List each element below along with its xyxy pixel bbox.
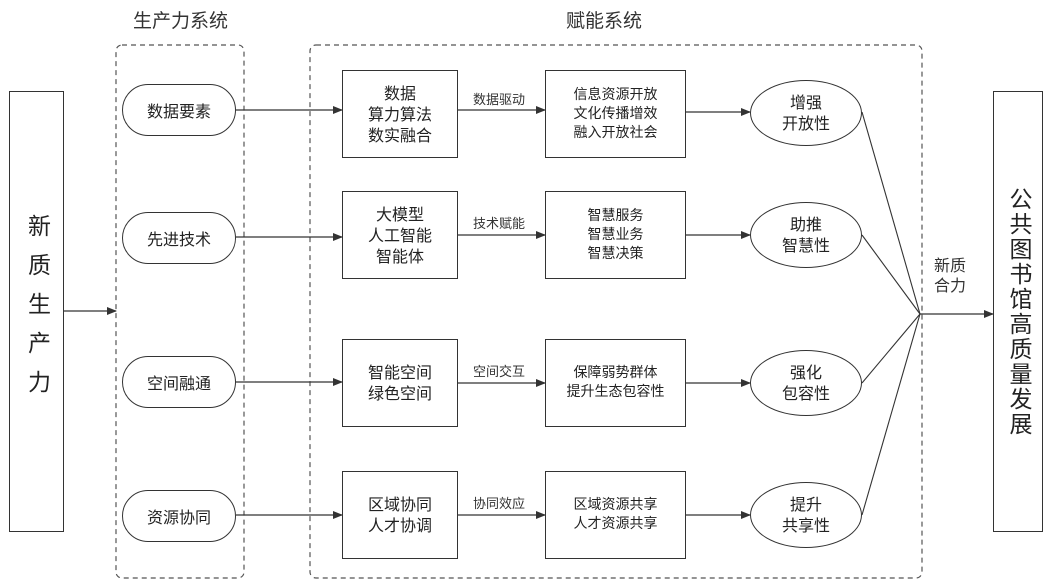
library-development-box: 公共图书馆高质量发展 (993, 91, 1043, 532)
tech-box-2: 大模型 人工智能 智能体 (342, 191, 458, 279)
merge-line-2 (861, 234, 921, 315)
tech-box-1: 数据 算力算法 数实融合 (342, 70, 458, 158)
edge-label-1: 数据驱动 (473, 93, 526, 108)
outcome-oval-3: 强化 包容性 (750, 350, 862, 416)
outcome-oval-2: 助推 智慧性 (750, 202, 862, 268)
enabling-system-title: 赋能系统 (566, 10, 643, 32)
new-productivity-label: 新质生产力 (23, 214, 50, 409)
outcome-oval-1: 增强 开放性 (750, 80, 862, 146)
tech-box-4: 区域协同 人才协调 (342, 471, 458, 559)
edge-label-3: 空间交互 (473, 365, 526, 380)
factor-box-1: 数据要素 (122, 84, 236, 136)
effect-box-1: 信息资源开放 文化传播增效 融入开放社会 (545, 70, 686, 158)
tech-box-3: 智能空间 绿色空间 (342, 339, 458, 427)
merge-line-3 (861, 313, 921, 384)
effect-box-4: 区域资源共享 人才资源共享 (545, 471, 686, 559)
outcome-oval-4: 提升 共享性 (750, 482, 862, 548)
production-system-title: 生产力系统 (133, 10, 229, 32)
enabling-system-frame (309, 44, 923, 579)
effect-box-3: 保障弱势群体 提升生态包容性 (545, 339, 686, 427)
factor-box-3: 空间融通 (122, 356, 236, 408)
merge-line-4 (861, 313, 921, 516)
effect-box-2: 智慧服务 智慧业务 智慧决策 (545, 191, 686, 279)
merge-label: 新质 合力 (934, 256, 967, 295)
new-productivity-box: 新质生产力 (9, 91, 64, 532)
factor-box-4: 资源协同 (122, 490, 236, 542)
library-development-label: 公共图书馆高质量发展 (1005, 186, 1031, 437)
edge-label-2: 技术赋能 (473, 217, 526, 232)
factor-box-2: 先进技术 (122, 212, 236, 264)
merge-line-1 (861, 111, 921, 315)
production-system-frame (115, 44, 245, 579)
edge-label-4: 协同效应 (473, 497, 526, 512)
